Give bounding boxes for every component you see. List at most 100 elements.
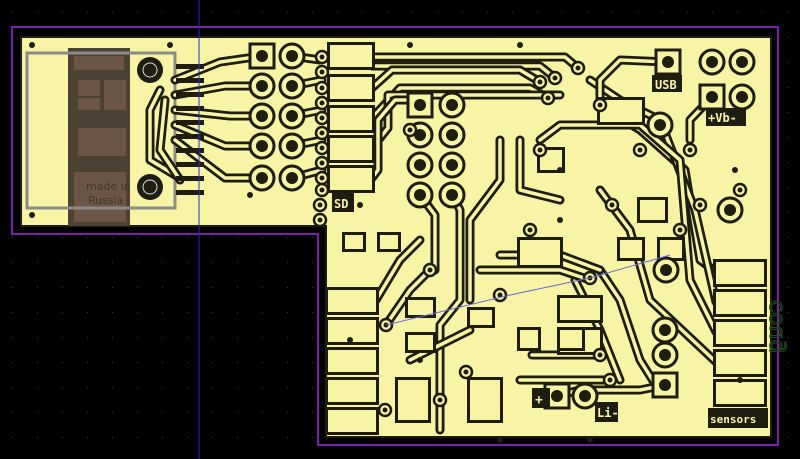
via-drill [427, 267, 433, 273]
drill-hole [662, 56, 674, 68]
via-drill [319, 85, 325, 91]
connector-pin [176, 78, 204, 83]
drill-hole [551, 390, 563, 402]
mounting-dot [557, 167, 563, 173]
mounting-dot [29, 212, 35, 218]
mounting-hole [137, 57, 163, 83]
copper-trace [148, 88, 177, 177]
smd-pad [660, 240, 682, 258]
smd-pad [330, 138, 372, 160]
bottom-layer-text: coug [763, 300, 788, 353]
footprint-outline [25, 51, 177, 210]
smd-pad [620, 240, 642, 258]
usb-label: USB [655, 78, 677, 92]
copper-trace [158, 98, 182, 182]
via-drill [319, 175, 325, 181]
board-outline [11, 26, 779, 446]
drill-hole [659, 324, 671, 336]
copper-trace [518, 138, 562, 202]
connector-pin [176, 92, 204, 97]
via-drill [319, 160, 325, 166]
label-usb: USB [652, 75, 682, 92]
smd-pad [328, 320, 376, 342]
via-drill [677, 227, 683, 233]
drill-hole [286, 172, 298, 184]
connector-pin [176, 64, 204, 69]
via-drill [319, 130, 325, 136]
smd-pad [408, 300, 433, 315]
smd-pad [716, 322, 764, 344]
copper-trace [468, 138, 502, 302]
drill-hole [446, 129, 458, 141]
copper-trace [408, 328, 472, 362]
via-drill [609, 202, 615, 208]
smd-pad [328, 410, 376, 432]
mounting-dot [497, 437, 503, 443]
copper-trace [370, 98, 422, 180]
via-drill [537, 147, 543, 153]
ratsnest-line [385, 254, 671, 326]
drill-hole [706, 91, 718, 103]
via-drill [637, 147, 643, 153]
smd-pad [716, 262, 764, 284]
vb-label: +Vb- [708, 111, 737, 125]
via-drill [597, 352, 603, 358]
copper-trace [173, 54, 264, 82]
drill-hole [446, 99, 458, 111]
copper-trace [538, 123, 718, 334]
smd-pad [330, 168, 372, 190]
via-drill [437, 397, 443, 403]
connector-pin [176, 162, 204, 167]
label-vb: +Vb- [706, 108, 746, 126]
smd-pad [398, 380, 428, 420]
via-drill [552, 75, 558, 81]
connector-pin [176, 134, 204, 139]
drill-hole [706, 56, 718, 68]
made-in-text: made in [86, 180, 131, 193]
label-li: Li- [595, 402, 619, 422]
smd-pad [540, 150, 562, 170]
via-drill [527, 227, 533, 233]
smd-pad [328, 350, 376, 372]
via-drill [319, 187, 325, 193]
smd-pad [640, 200, 665, 220]
drill-hole [659, 379, 671, 391]
drill-hole [256, 172, 268, 184]
via-drill [575, 65, 581, 71]
smd-pad [380, 235, 398, 249]
li-label: Li- [597, 406, 619, 420]
mounting-dot [357, 202, 363, 208]
drill-hole [256, 140, 268, 152]
mounting-dot [417, 357, 423, 363]
smd-pad [520, 330, 538, 348]
copper-trace [478, 268, 592, 282]
mounting-dot [247, 192, 253, 198]
drill-hole [414, 189, 426, 201]
via-drill [317, 202, 323, 208]
copper-trace [370, 68, 542, 90]
mounting-dot [557, 217, 563, 223]
smd-pad [716, 352, 764, 374]
drill-hole [414, 99, 426, 111]
drill-hole [736, 91, 748, 103]
smd-pad [560, 298, 600, 320]
copper-trace [598, 268, 662, 394]
smd-pad [330, 77, 372, 99]
drill-hole [579, 390, 591, 402]
via-drill [687, 147, 693, 153]
connector-pin [176, 120, 204, 125]
mounting-dot [732, 167, 738, 173]
sensors-label: sensors [710, 413, 756, 426]
via-drill [537, 79, 543, 85]
smd-pad [345, 235, 363, 249]
via-drill [319, 100, 325, 106]
mounting-hole [137, 174, 163, 200]
drill-hole [286, 110, 298, 122]
via-drill [697, 202, 703, 208]
via-drill [317, 217, 323, 223]
via-drill [407, 127, 413, 133]
via-drill [497, 292, 503, 298]
drill-hole [256, 80, 268, 92]
microsd-footprint[interactable]: made in Russia [25, 48, 177, 226]
